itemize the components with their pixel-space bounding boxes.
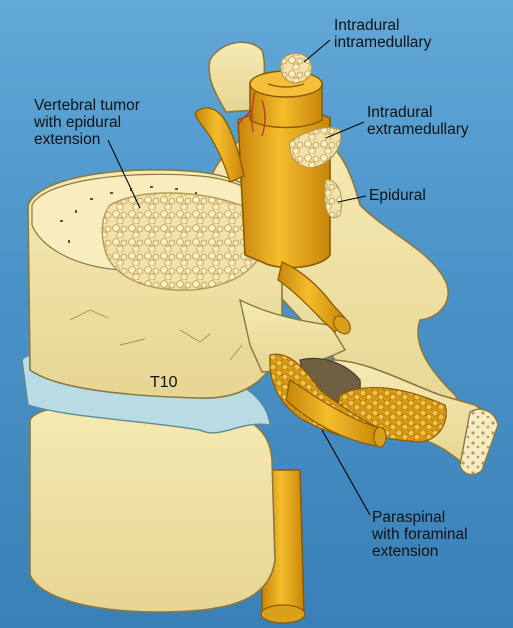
label-intradural-intramedullary: Intradural intramedullary [334, 17, 432, 51]
leader-intramedullary [303, 39, 331, 63]
vertebral-tumor-mass [101, 192, 265, 291]
label-epidural: Epidural [369, 187, 426, 204]
label-intradural-extramedullary: Intradural extramedullary [367, 104, 469, 138]
intramedullary-tumor [280, 52, 313, 84]
leader-epidural [337, 195, 367, 203]
left-nerve-root [194, 107, 245, 183]
leader-paraspinal [321, 429, 371, 516]
leader-vertebral [107, 139, 141, 209]
leader-extramedullary [325, 121, 365, 139]
label-paraspinal: Paraspinal with foraminal extension [372, 509, 468, 560]
lower-vertebral-body [29, 404, 276, 613]
foraminal-nerve-root [285, 379, 381, 447]
epidural-tumor [324, 179, 343, 219]
label-vertebral-tumor: Vertebral tumor with epidural extension [34, 97, 140, 148]
label-vertebra-level: T10 [150, 374, 178, 391]
transverse-process-cut [459, 408, 499, 476]
